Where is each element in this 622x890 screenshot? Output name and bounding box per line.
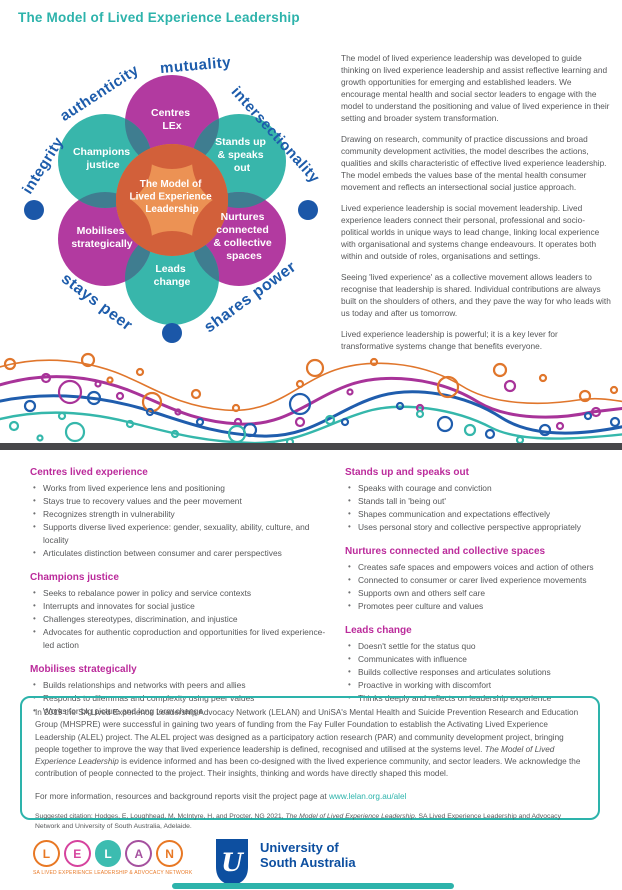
section-heading: Mobilises strategically — [30, 664, 137, 676]
section-heading: Nurtures connected and collective spaces — [345, 546, 546, 558]
list-item: Communicates with influence — [345, 653, 607, 666]
petal-overlap-lenses — [58, 114, 286, 286]
petal-label-leads-change: Leads change — [154, 263, 191, 288]
bullet-list: Creates safe spaces and empowers voices … — [345, 561, 607, 613]
lelan-letter-l2: L — [94, 840, 122, 867]
list-item: Shapes communication and expectations ef… — [345, 508, 607, 521]
bullet-list: Seeks to rebalance power in policy and s… — [30, 587, 330, 652]
lelan-letter-l1: L — [33, 840, 60, 867]
intro-paragraph: Seeing 'lived experience' as a collectiv… — [341, 272, 611, 319]
blue-dot-left — [24, 200, 44, 220]
unisa-logo: U University of South Australia — [213, 838, 356, 888]
section-heading: Stands up and speaks out — [345, 467, 469, 478]
value-mutuality: mutuality — [159, 54, 232, 77]
unisa-shield-icon: U — [216, 839, 248, 886]
lelan-caption: SA Lived Experience Leadership & Advocac… — [33, 870, 193, 876]
bottom-accent-bar — [172, 883, 454, 889]
bullet-list: Doesn't settle for the status quo Commun… — [345, 640, 607, 705]
lelan-logo: L E L A N SA Lived Experience Leadership… — [33, 840, 193, 876]
list-item: Builds collective responses and articula… — [345, 666, 607, 679]
wave-circles-teal — [8, 409, 525, 445]
list-item: Stays true to recovery values and the pe… — [30, 495, 330, 508]
list-item: Advocates for authentic coproduction and… — [30, 626, 330, 652]
section-heading: Centres lived experience — [30, 467, 148, 478]
list-item: Supports own and others self care — [345, 587, 607, 600]
bullet-list: Works from lived experience lens and pos… — [30, 482, 330, 560]
list-item: Challenges stereotypes, discrimination, … — [30, 613, 330, 626]
lelan-letter-a: A — [125, 840, 153, 867]
attributes-column-left: Centres lived experience Works from live… — [30, 464, 330, 718]
list-item: Works for big picture and long term chan… — [30, 705, 330, 718]
acknowledgement-box: In 2019 the SA Lived Experience Leadersh… — [20, 696, 600, 830]
lelan-letter-e: E — [63, 840, 91, 867]
wave-circles-orange — [3, 352, 619, 413]
list-item: Uses personal story and collective persp… — [345, 521, 607, 534]
petal-label-centres-lex: Centres LEx — [151, 107, 193, 132]
bullet-list: Speaks with courage and conviction Stand… — [345, 482, 607, 534]
list-item: Articulates distinction between consumer… — [30, 547, 330, 560]
lelan-letter-n: N — [156, 840, 183, 867]
citation-title-italic: The Model of Lived Experience Leadership — [285, 813, 415, 821]
list-item: Responds to dilemmas and complexity usin… — [30, 692, 330, 705]
unisa-name: University of South Australia — [260, 840, 356, 870]
list-item: Stands tall in 'being out' — [345, 495, 607, 508]
blue-dot-right — [298, 200, 318, 220]
petal-label-champions-justice: Champions justice — [73, 146, 133, 171]
section-heading: Champions justice — [30, 572, 119, 584]
intro-paragraph: Lived experience leadership is powerful;… — [341, 329, 558, 352]
bullet-list: Builds relationships and networks with p… — [30, 679, 330, 718]
citation-line: Suggested citation: Hodges, E, Loughhead… — [35, 813, 561, 831]
blue-dot-bottom — [162, 323, 182, 343]
list-item: Creates safe spaces and empowers voices … — [345, 561, 607, 574]
more-info-line: For more information, resources and back… — [35, 791, 407, 801]
divider-bar — [0, 443, 622, 450]
list-item: Interrupts and innovates for social just… — [30, 600, 330, 613]
petal-label-mobilises: Mobilises strategically — [71, 225, 132, 250]
list-item: Works from lived experience lens and pos… — [30, 482, 330, 495]
page-title: The Model of Lived Experience Leadership — [18, 10, 300, 25]
section-heading: Leads change — [345, 625, 412, 637]
list-item: Recognizes strength in vulnerability — [30, 508, 330, 521]
intro-paragraph: The model of lived experience leadership… — [341, 53, 610, 124]
list-item: Promotes peer culture and values — [345, 600, 607, 613]
acknowledgement-text: In 2019 the SA Lived Experience Leadersh… — [35, 708, 581, 779]
center-label: The Model of Lived Experience Leadership — [129, 179, 214, 215]
petal-label-nurtures: Nurtures connected & collective spaces — [213, 211, 274, 262]
list-item: Speaks with courage and conviction — [345, 482, 607, 495]
intro-text: The model of lived experience leadership… — [341, 52, 612, 361]
list-item: Connected to consumer or carer lived exp… — [345, 574, 607, 587]
wave-circles-magenta — [40, 372, 602, 431]
attributes-column-right: Stands up and speaks out Speaks with cou… — [345, 464, 607, 705]
petal-label-stands-up: Stands up & speaks out — [215, 136, 269, 174]
list-item: Proactive in working with discomfort — [345, 679, 607, 692]
lived-experience-model-diagram: integrity authenticity mutuality interse… — [19, 54, 323, 343]
wave-circles-blue — [23, 390, 621, 440]
intro-paragraph: Lived experience leadership is social mo… — [341, 203, 600, 262]
svg-text:U: U — [221, 848, 245, 877]
list-item: Thinks deeply and reflects on leadership… — [345, 692, 607, 705]
list-item: Supports diverse lived experience: gende… — [30, 521, 330, 547]
lelan-letter-circles: L E L A N — [33, 840, 183, 867]
list-item: Builds relationships and networks with p… — [30, 679, 330, 692]
project-page-link[interactable]: www.lelan.org.au/alel — [329, 791, 407, 801]
list-item: Seeks to rebalance power in policy and s… — [30, 587, 330, 600]
wave-decoration — [0, 352, 622, 445]
list-item: Doesn't settle for the status quo — [345, 640, 607, 653]
intro-paragraph: Drawing on research, community of practi… — [341, 134, 607, 193]
model-title-italic: The Model of Lived Experience Leadership — [35, 744, 555, 767]
